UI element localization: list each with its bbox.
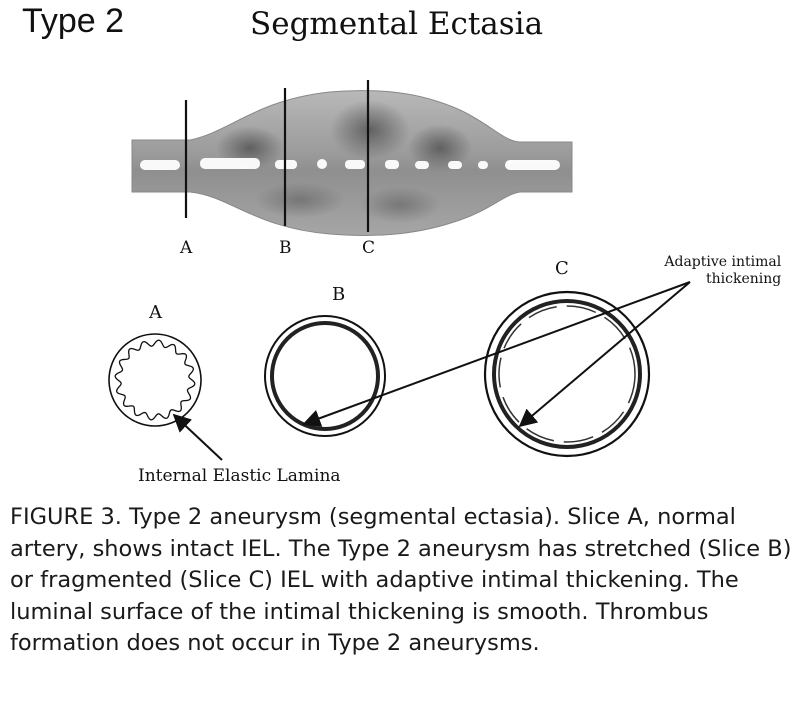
- cross-label-a: A: [149, 302, 162, 323]
- cross-section-a: [108, 333, 202, 427]
- cross-label-b: B: [332, 284, 346, 305]
- figure-caption: FIGURE 3. Type 2 aneurysm (segmental ect…: [10, 502, 805, 660]
- adaptive-label-line1: Adaptive intimal: [664, 254, 782, 270]
- vessel-ectasia: [131, 90, 573, 236]
- diagram-title: Segmental Ectasia: [250, 6, 544, 42]
- vessel-label-a: A: [180, 238, 193, 258]
- adaptive-label-line2: thickening: [706, 271, 782, 287]
- caption-text: Type 2 aneurysm (segmental ectasia). Sli…: [10, 504, 792, 656]
- arrow-to-b: [302, 281, 691, 427]
- vessel-label-c: C: [362, 238, 376, 258]
- arrow-to-c: [518, 281, 691, 428]
- vessel-label-b: B: [279, 238, 292, 258]
- arrow-to-iel: [172, 413, 223, 461]
- cross-section-b: [264, 315, 386, 437]
- adaptive-thickening-label: Adaptive intimal thickening: [600, 254, 781, 288]
- iel-label: Internal Elastic Lamina: [138, 466, 341, 486]
- cross-label-c: C: [555, 258, 569, 279]
- caption-label: FIGURE 3.: [10, 504, 122, 530]
- type-label: Type 2: [22, 2, 125, 40]
- cross-section-c: [483, 290, 651, 458]
